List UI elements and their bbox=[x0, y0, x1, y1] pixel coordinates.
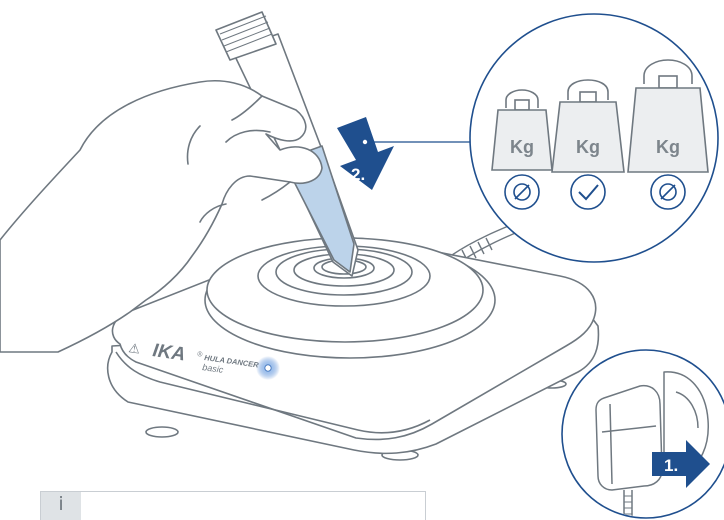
weight-label-medium: Kg bbox=[576, 137, 600, 157]
info-note: i bbox=[40, 491, 426, 520]
prohibited-icon bbox=[651, 175, 685, 209]
device-foot bbox=[146, 427, 178, 437]
weight-label-large: Kg bbox=[656, 137, 680, 157]
warning-symbol: ⚠ bbox=[128, 340, 142, 356]
checkmark-icon bbox=[571, 175, 605, 209]
weight-callout-leader bbox=[362, 139, 470, 145]
status-led bbox=[265, 365, 271, 371]
step2-label: 2. bbox=[351, 165, 365, 184]
step1-label: 1. bbox=[664, 456, 678, 475]
step2-arrow: 2. bbox=[337, 117, 394, 190]
power-plug-detail: 1. bbox=[562, 350, 724, 520]
weight-limit-callout: Kg Kg Kg bbox=[470, 14, 718, 262]
prohibited-icon bbox=[505, 175, 539, 209]
weight-label-small: Kg bbox=[510, 137, 534, 157]
info-icon: i bbox=[41, 492, 81, 520]
